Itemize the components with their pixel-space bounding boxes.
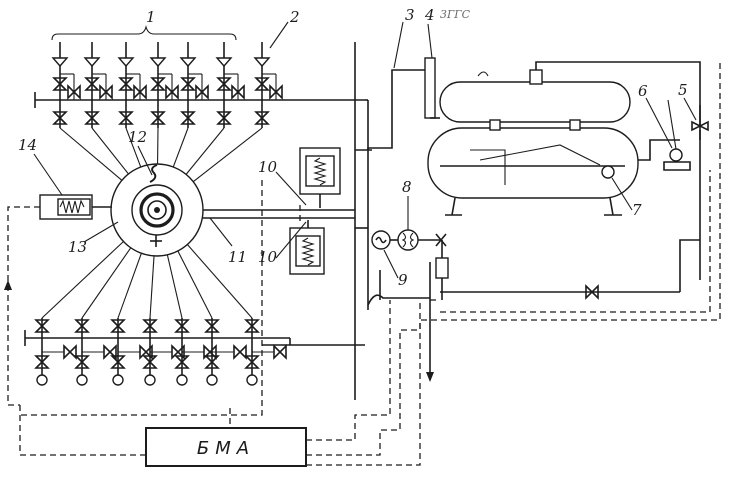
gate-valve-icon — [150, 111, 166, 125]
label-6: 6 — [638, 82, 648, 100]
dosing-unit-upper — [299, 147, 341, 208]
return-line — [426, 239, 700, 382]
label-10-upper: 10 — [258, 158, 278, 176]
process-piping — [203, 42, 430, 400]
label-9: 9 — [398, 271, 408, 289]
gate-valve-icon — [34, 355, 50, 369]
label-2: 2 — [289, 8, 300, 26]
gate-valve-icon — [244, 355, 260, 369]
gate-valve-icon — [142, 355, 158, 369]
label-8: 8 — [402, 178, 412, 196]
gate-valve-icon — [171, 344, 185, 360]
gate-valve-icon — [180, 77, 196, 91]
top-collector — [34, 25, 365, 108]
control-valve-5 — [691, 105, 709, 140]
gate-valve-icon — [84, 111, 100, 125]
label-13: 13 — [68, 238, 87, 256]
control-block: БМА — [145, 427, 307, 467]
dosing-unit-lower — [289, 220, 325, 275]
gate-valve-icon — [52, 77, 68, 91]
gate-valve-icon — [74, 355, 90, 369]
gate-valve-icon — [67, 84, 81, 100]
multiway-switch-12 — [110, 163, 204, 257]
gate-valve-icon — [103, 344, 117, 360]
gate-valve-icon — [204, 355, 220, 369]
control-block-label: БМА — [197, 438, 255, 459]
gate-valve-icon — [63, 344, 77, 360]
distributor-spokes — [41, 127, 263, 319]
check-valve-icon — [76, 374, 88, 386]
gate-valve-icon — [216, 77, 232, 91]
gate-valve-icon — [118, 77, 134, 91]
gate-valve-icon — [84, 77, 100, 91]
gate-valve-icon — [174, 319, 190, 333]
gate-valve-icon — [204, 319, 220, 333]
bottom-collector — [24, 330, 365, 346]
gate-valve-icon — [34, 319, 50, 333]
gate-valve-icon — [99, 84, 113, 100]
signal-lines — [4, 62, 721, 466]
gate-valve-icon — [142, 319, 158, 333]
label-5: 5 — [678, 81, 688, 99]
check-valve-icon — [51, 57, 69, 68]
top-well-branches — [51, 42, 283, 128]
pump-icon — [371, 229, 447, 251]
separator-vessel-icon — [424, 57, 701, 280]
hydraulic-actuator-icon — [39, 194, 112, 220]
label-1: 1 — [146, 8, 156, 26]
gate-valve-icon — [254, 111, 270, 125]
check-valve-icon — [206, 374, 218, 386]
label-12: 12 — [128, 128, 147, 146]
check-valve-icon — [176, 374, 188, 386]
gate-valve-icon — [231, 84, 245, 100]
gate-valve-icon — [133, 84, 147, 100]
filter-icon — [435, 240, 449, 300]
gate-valve-icon — [269, 84, 283, 100]
label-3: 3 — [405, 6, 415, 24]
bottom-well-branches — [34, 318, 287, 386]
gate-valve-icon — [74, 319, 90, 333]
check-valve-icon — [149, 57, 167, 68]
check-valve-icon — [144, 374, 156, 386]
gate-valve-icon — [180, 111, 196, 125]
gate-valve-icon — [174, 355, 190, 369]
gate-valve-icon — [110, 319, 126, 333]
gate-valve-icon — [244, 319, 260, 333]
gate-valve-icon — [150, 77, 166, 91]
gate-valve-icon — [233, 344, 247, 360]
label-10-lower: 10 — [258, 248, 278, 266]
check-valve-icon — [215, 57, 233, 68]
level-sensor-6 — [663, 99, 691, 171]
gate-valve-icon — [165, 84, 179, 100]
label-4: 4 — [424, 6, 435, 24]
handwritten-note: 3ГГС — [440, 8, 471, 21]
gate-valve-icon — [254, 77, 270, 91]
check-valve-icon — [253, 57, 271, 68]
callout-labels: 1 2 3 4 3ГГС 5 6 7 8 9 10 10 11 12 13 14 — [18, 6, 697, 289]
check-valve-icon — [112, 374, 124, 386]
check-valve-icon — [246, 374, 258, 386]
gate-valve-icon — [273, 344, 287, 360]
check-valve-icon — [117, 57, 135, 68]
gate-valve-icon — [139, 344, 153, 360]
label-7: 7 — [632, 201, 642, 219]
check-valve-icon — [83, 57, 101, 68]
gate-valve-icon — [52, 111, 68, 125]
check-valve-icon — [36, 374, 48, 386]
gate-valve-icon — [118, 111, 134, 125]
gate-valve-icon — [216, 111, 232, 125]
label-14: 14 — [18, 136, 37, 154]
gate-valve-icon — [195, 84, 209, 100]
check-valve-icon — [179, 57, 197, 68]
label-11: 11 — [228, 248, 247, 266]
gate-valve-icon — [110, 355, 126, 369]
